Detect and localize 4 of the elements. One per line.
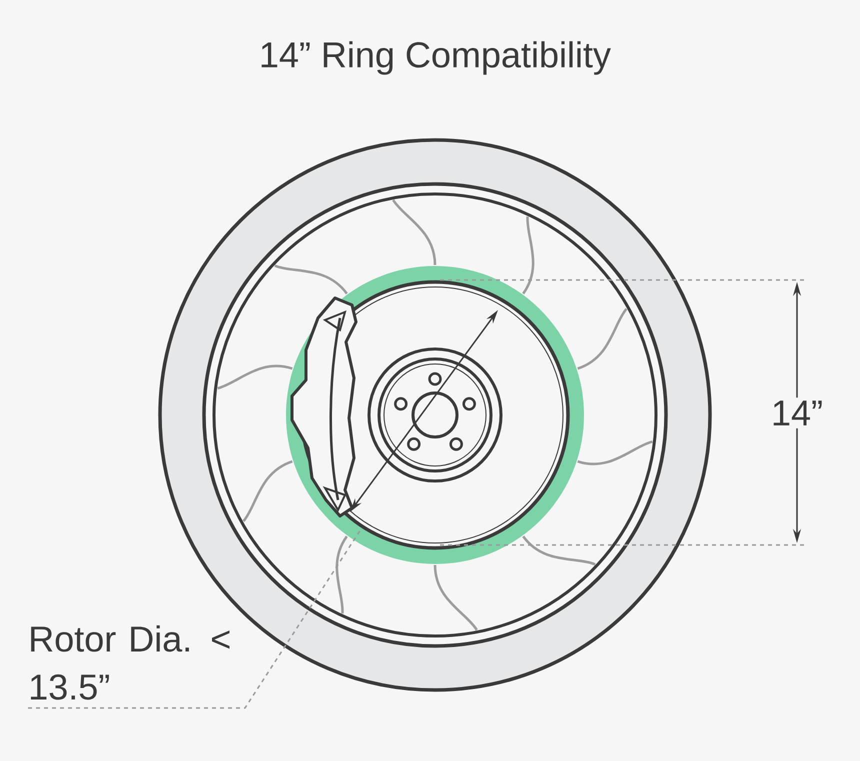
callout-text: Rotor Dia. < 13.5” bbox=[30, 625, 230, 700]
title: 14” Ring Compatibility bbox=[262, 41, 611, 75]
leader-line bbox=[28, 528, 362, 709]
dimension-label: 14” bbox=[768, 398, 826, 428]
